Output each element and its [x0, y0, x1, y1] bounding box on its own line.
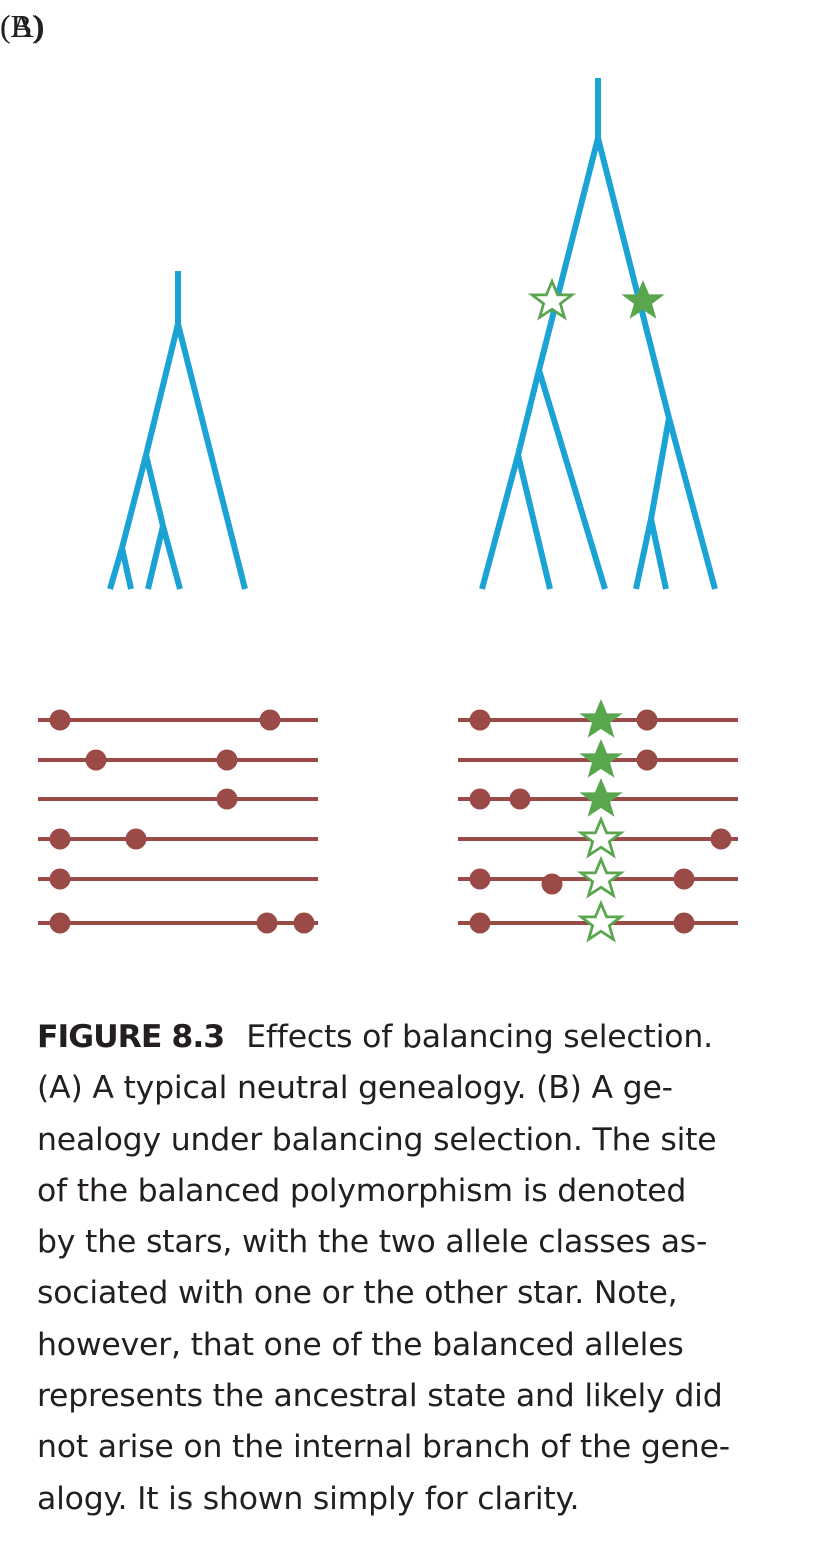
tree-a-branch	[119, 454, 149, 549]
mutation-dot	[49, 868, 71, 890]
mutation-dot	[469, 868, 491, 890]
mutation-dot	[125, 828, 147, 850]
mutation-dot	[469, 912, 491, 934]
caption-line: alogy. It is shown simply for clarity.	[37, 1480, 580, 1517]
mutation-dot	[49, 709, 71, 731]
mutation-dot	[710, 828, 732, 850]
balanced-sample-haplotypes	[458, 699, 738, 941]
mutation-dot	[469, 788, 491, 810]
caption-text: Effects of balancing selection.	[246, 1019, 713, 1055]
neutral-sample-haplotypes	[38, 709, 318, 934]
filled-star-icon	[580, 699, 622, 738]
filled-star-icon	[580, 739, 622, 778]
tree-b-tip-branch	[633, 518, 654, 590]
tree-a-left-branch	[143, 323, 181, 456]
caption-line: (A) A typical neutral genealogy. (B) A g…	[37, 1070, 673, 1107]
tree-a-tip-branch	[119, 547, 134, 590]
tree-a-tip-branch	[145, 525, 166, 590]
mutation-dot	[259, 709, 281, 731]
tree-b-branch	[515, 369, 542, 456]
panel-a-label-text: (A)	[0, 8, 45, 44]
caption-line: nealogy under balancing selection. The s…	[37, 1121, 717, 1158]
haplotype-row	[38, 912, 318, 934]
mutation-dot	[293, 912, 315, 934]
tree-b-tip-branch	[515, 454, 553, 590]
caption-line: by the stars, with the two allele classe…	[37, 1224, 708, 1261]
haplotype-row	[458, 699, 738, 738]
panel-a-label: (A)	[0, 8, 44, 45]
tree-a-right-branch	[175, 323, 248, 590]
caption-line: of the balanced polymorphism is denoted	[37, 1172, 687, 1209]
haplotype-row	[38, 749, 318, 771]
figure-caption: FIGURE 8.3 Effects of balancing selection…	[37, 1012, 807, 1525]
mutation-dot	[673, 868, 695, 890]
haplotype-row	[458, 902, 738, 941]
mutation-dot	[49, 828, 71, 850]
haplotype-row	[38, 788, 318, 810]
mutation-dot	[636, 749, 658, 771]
tree-b-tip-branch	[648, 518, 669, 590]
haplotype-row	[458, 818, 738, 857]
tree-b-right-branch	[595, 137, 672, 419]
mutation-dot	[673, 912, 695, 934]
tree-a-tip-branch	[107, 547, 125, 590]
mutation-dot	[469, 709, 491, 731]
tree-b-tip-branch	[479, 454, 521, 590]
mutation-dot	[256, 912, 278, 934]
mutation-dot	[541, 873, 563, 895]
tree-a-branch	[143, 454, 166, 527]
haplotype-row	[38, 709, 318, 731]
neutral-genealogy-tree	[107, 271, 248, 590]
caption-line: not arise on the internal branch of the …	[37, 1429, 730, 1466]
caption-title: FIGURE 8.3	[37, 1019, 225, 1055]
open-star-icon	[579, 818, 623, 857]
haplotype-row	[458, 778, 738, 817]
caption-line: FIGURE 8.3 Effects of balancing selection…	[37, 1012, 807, 1063]
tree-b-branch	[648, 417, 672, 520]
haplotype-row	[458, 739, 738, 778]
mutation-dot	[636, 709, 658, 731]
panel-b-label-text: (B)	[0, 8, 43, 44]
mutation-dot	[49, 912, 71, 934]
haplotype-row	[38, 868, 318, 890]
mutation-dot	[216, 749, 238, 771]
tree-b-branch	[536, 369, 608, 590]
caption-line: represents the ancestral state and likel…	[37, 1378, 723, 1415]
tree-b-left-branch	[536, 137, 601, 371]
tree-a-tip-branch	[160, 525, 183, 590]
caption-line: sociated with one or the other star. Not…	[37, 1275, 678, 1312]
open-star-icon	[579, 858, 623, 897]
mutation-dot	[509, 788, 531, 810]
balancing-selection-genealogy-tree	[479, 78, 718, 590]
caption-line: however, that one of the balanced allele…	[37, 1326, 684, 1363]
filled-star-icon	[580, 778, 622, 817]
panel-b-label: (B)	[0, 8, 43, 45]
balancing-selection-figure	[38, 78, 738, 941]
mutation-dot	[85, 749, 107, 771]
haplotype-row	[458, 858, 738, 897]
haplotype-row	[38, 828, 318, 850]
mutation-dot	[216, 788, 238, 810]
tree-b-tip-branch	[666, 417, 718, 590]
open-star-icon	[579, 902, 623, 941]
